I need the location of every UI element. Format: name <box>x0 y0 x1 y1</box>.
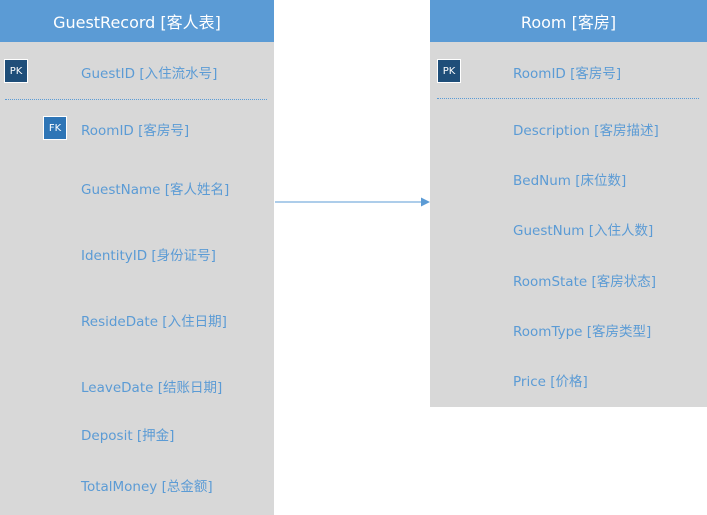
field-room-id: RoomID [客房号] <box>81 123 190 139</box>
field-description: Description [客房描述] <box>513 123 659 139</box>
field-deposit: Deposit [押金] <box>81 428 175 444</box>
entity-guest-record-header: GuestRecord [客人表] <box>0 0 274 42</box>
field-room-state: RoomState [客房状态] <box>513 274 657 290</box>
field-leave-date: LeaveDate [结账日期] <box>81 380 223 396</box>
entity-room[interactable]: Room [客房] PK RoomID [客房号] Description [客… <box>430 0 707 407</box>
entity-guest-record[interactable]: GuestRecord [客人表] PK GuestID [入住流水号] FK … <box>0 0 274 515</box>
key-divider <box>437 98 699 99</box>
field-guest-name: GuestName [客人姓名] <box>81 182 230 198</box>
field-total-money: TotalMoney [总金额] <box>81 479 213 495</box>
primary-key-badge: PK <box>4 59 28 83</box>
field-price: Price [价格] <box>513 374 588 390</box>
field-guest-num: GuestNum [入住人数] <box>513 223 654 239</box>
field-room-type: RoomType [客房类型] <box>513 324 652 340</box>
primary-key-badge: PK <box>437 59 461 83</box>
arrowhead-icon <box>421 197 430 207</box>
field-bed-num: BedNum [床位数] <box>513 173 627 189</box>
entity-room-header: Room [客房] <box>430 0 707 42</box>
field-reside-date: ResideDate [入住日期] <box>81 314 227 330</box>
foreign-key-badge: FK <box>43 116 67 140</box>
field-guest-id: GuestID [入住流水号] <box>81 66 218 82</box>
entity-guest-record-title: GuestRecord [客人表] <box>53 13 221 32</box>
field-room-id: RoomID [客房号] <box>513 66 622 82</box>
field-identity-id: IdentityID [身份证号] <box>81 248 216 264</box>
entity-room-title: Room [客房] <box>520 13 617 32</box>
key-divider <box>5 99 267 100</box>
